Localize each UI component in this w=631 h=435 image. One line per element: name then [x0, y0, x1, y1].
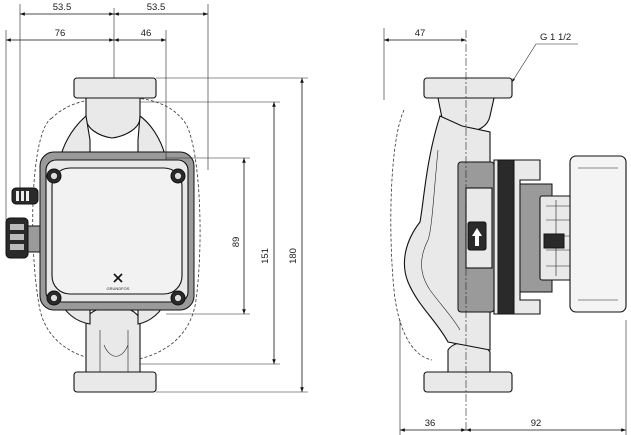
top-flange	[73, 77, 157, 99]
bottom-neck	[85, 305, 141, 373]
power-connector	[5, 187, 41, 259]
screw-br	[170, 290, 186, 306]
bottom-inner-lines	[99, 330, 129, 372]
side-control-box-frame	[497, 159, 515, 315]
dim-89-label: 89	[231, 237, 242, 248]
flow-direction-arrow-icon	[467, 221, 487, 251]
side-bottom-flange	[423, 371, 513, 393]
dim-left-label: 76	[55, 28, 66, 39]
side-volute-inner	[421, 149, 461, 331]
screw-bl	[46, 290, 62, 306]
screw-tl	[46, 168, 62, 184]
side-electronics-detail	[546, 200, 590, 276]
control-panel-face	[51, 167, 183, 295]
dim-36-label: 36	[425, 418, 436, 429]
side-cable-connector	[543, 233, 565, 249]
side-cover-lines	[578, 167, 618, 301]
dim-right-label: 46	[141, 28, 152, 39]
front-view: GRUNDFOS	[5, 8, 201, 393]
bottom-flange	[73, 371, 157, 393]
dim-180-label: 180	[288, 248, 299, 264]
dim-top-left-label: 53.5	[53, 2, 72, 13]
side-top-flange	[423, 77, 513, 99]
dim-151-label: 151	[260, 248, 271, 264]
front-top-dimensions: 53.5 53.5 76 46	[5, 2, 209, 220]
logo-text: GRUNDFOS	[107, 286, 130, 291]
dim-92-label: 92	[531, 418, 542, 429]
top-neck	[85, 97, 141, 139]
dim-47-label: 47	[415, 28, 426, 39]
screw-tr	[170, 168, 186, 184]
dim-top-right-label: 53.5	[147, 2, 166, 13]
side-view	[390, 30, 627, 432]
thread-label: G 1 1/2	[540, 32, 571, 43]
grundfos-logo-icon: GRUNDFOS	[107, 273, 130, 291]
side-dimensions: 47 G 1 1/2 36 92	[383, 28, 627, 435]
front-vertical-dimensions: 89 151 180	[140, 77, 308, 393]
side-envelope-dashed	[390, 109, 433, 361]
thread-leader-line	[511, 43, 578, 83]
side-cover-right	[569, 155, 627, 313]
